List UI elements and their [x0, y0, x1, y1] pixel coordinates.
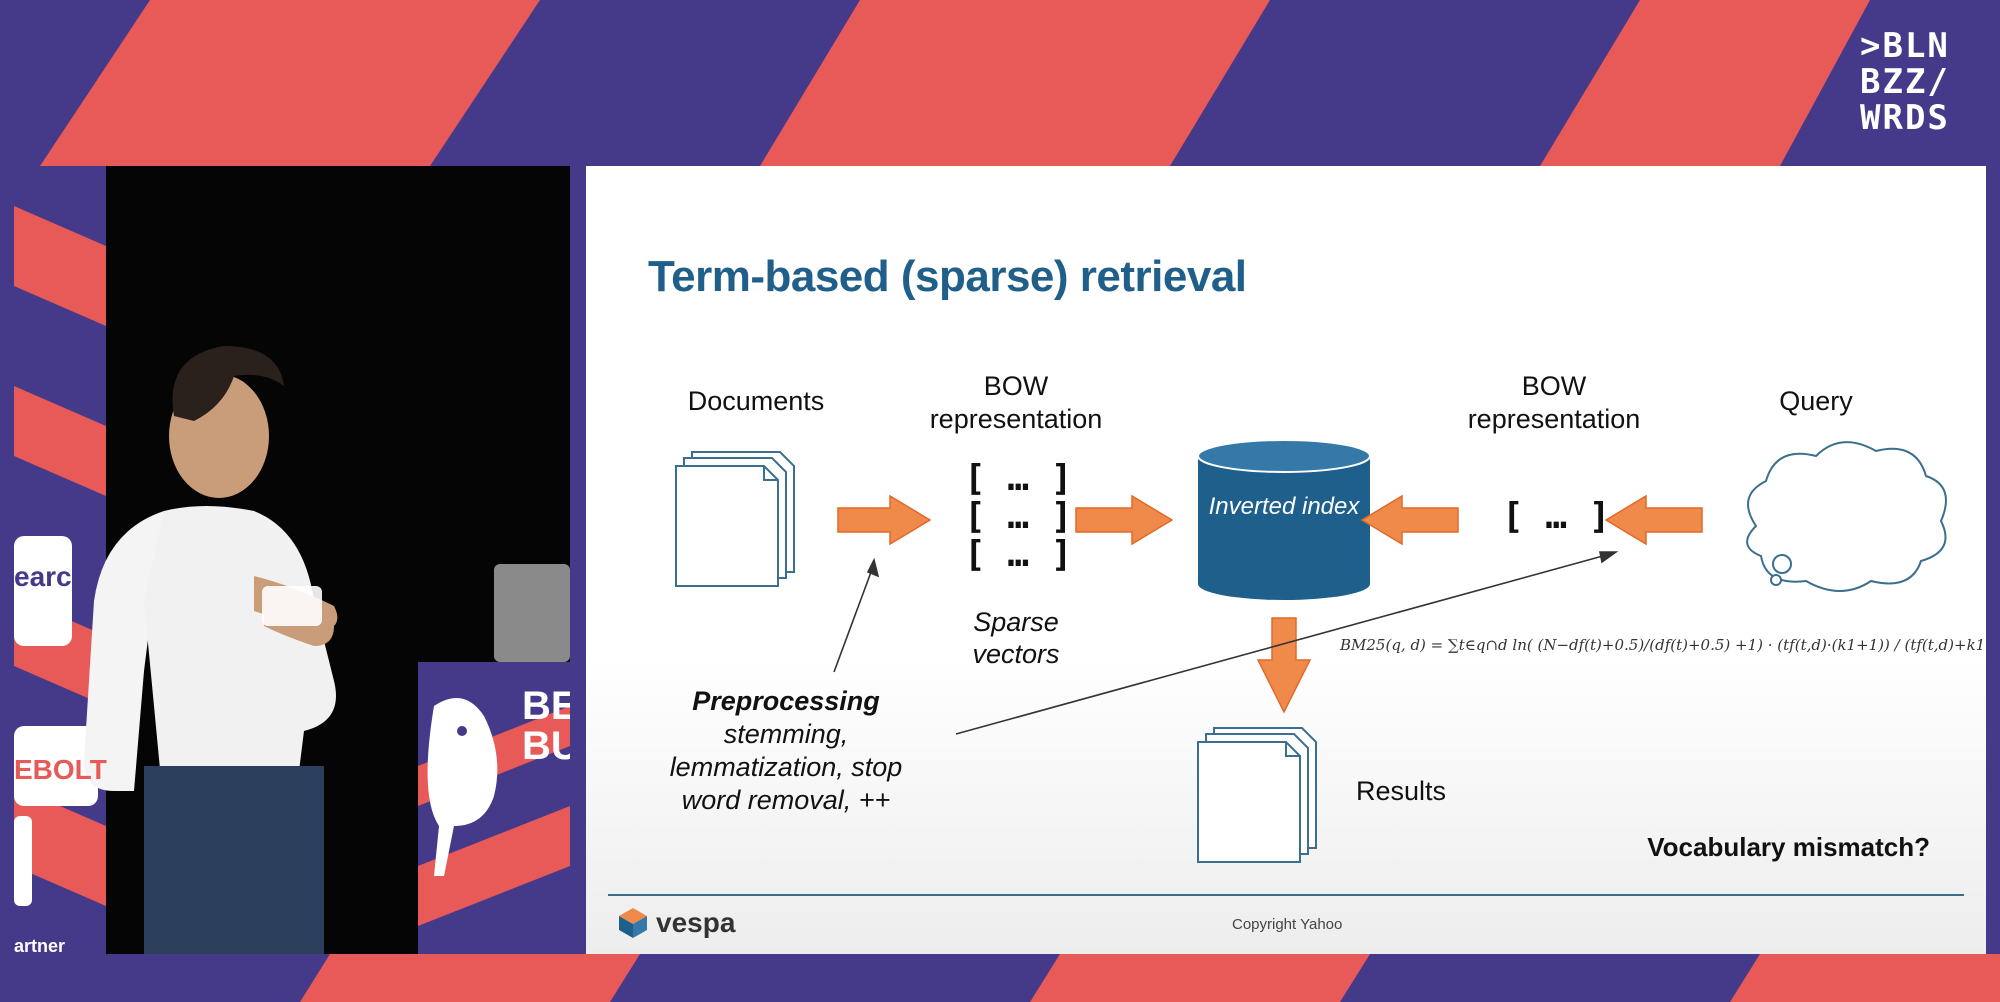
copyright-text: Copyright Yahoo — [1232, 916, 1343, 933]
arrow-query-bow-to-index — [1360, 494, 1459, 546]
arrow-index-to-results — [1256, 617, 1312, 714]
bow-vector-1: [ … ] — [964, 458, 1073, 499]
banner-text-partner: artner — [14, 936, 66, 954]
vespa-logo-icon — [619, 908, 647, 938]
results-icon — [1197, 727, 1317, 863]
banner-text-right: BE BU — [522, 684, 570, 768]
event-logo: >BLN BZZ/ WRDS — [1860, 28, 1970, 136]
vespa-brand: vespa — [616, 906, 735, 940]
vocabulary-mismatch-question: Vocabulary mismatch? — [1647, 832, 1930, 862]
arrow-docs-to-bow — [837, 494, 932, 546]
banner-text-ebolt: EBOLT — [14, 754, 107, 785]
query-cloud-bubble-2 — [1770, 574, 1782, 586]
inverted-index-icon — [1197, 439, 1371, 600]
documents-label: Documents — [687, 386, 825, 416]
documents-icon — [675, 451, 795, 587]
bow-left-label: BOW representation — [929, 371, 1103, 434]
results-label: Results — [1356, 776, 1447, 806]
bow-vector-2: [ … ] — [964, 496, 1073, 537]
speaker-video: earch EBOLT artner BE BU — [14, 166, 570, 954]
slide-title: Term-based (sparse) retrieval — [648, 252, 1247, 301]
vespa-brand-text: vespa — [656, 907, 736, 938]
speaker-video-scene — [14, 166, 570, 954]
presentation-slide: Term-based (sparse) retrieval — [586, 166, 1986, 954]
arrow-query-to-bow — [1604, 494, 1703, 546]
event-logo-line-2: BZZ/ — [1860, 62, 1950, 102]
banner-text-search: earch — [14, 561, 89, 592]
sparse-vectors-label: Sparse vectors — [972, 607, 1060, 669]
bow-right-label: BOW representation — [1467, 371, 1641, 434]
query-bow-vector: [ … ] — [1502, 496, 1611, 537]
query-cloud-icon — [1746, 441, 1947, 592]
bow-vector-3: [ … ] — [964, 534, 1073, 575]
arrow-bow-to-index — [1075, 494, 1174, 546]
bm25-formula: BM25(q, d) = ∑t∈q∩d ln( (N−df(t)+0.5)/(d… — [1340, 636, 1986, 654]
query-label: Query — [1779, 386, 1853, 416]
event-logo-line-3: WRDS — [1860, 98, 1950, 138]
event-logo-line-1: >BLN — [1860, 26, 1950, 66]
slide-diagram — [675, 439, 1947, 863]
query-cloud-bubble-1 — [1772, 554, 1792, 574]
inverted-index-label: Inverted index — [1208, 493, 1360, 520]
preprocessing-title: Preprocessing — [692, 686, 880, 716]
slide-footer-divider — [608, 894, 1964, 896]
preprocessing-body: stemming, lemmatization, stop word remov… — [669, 719, 903, 815]
